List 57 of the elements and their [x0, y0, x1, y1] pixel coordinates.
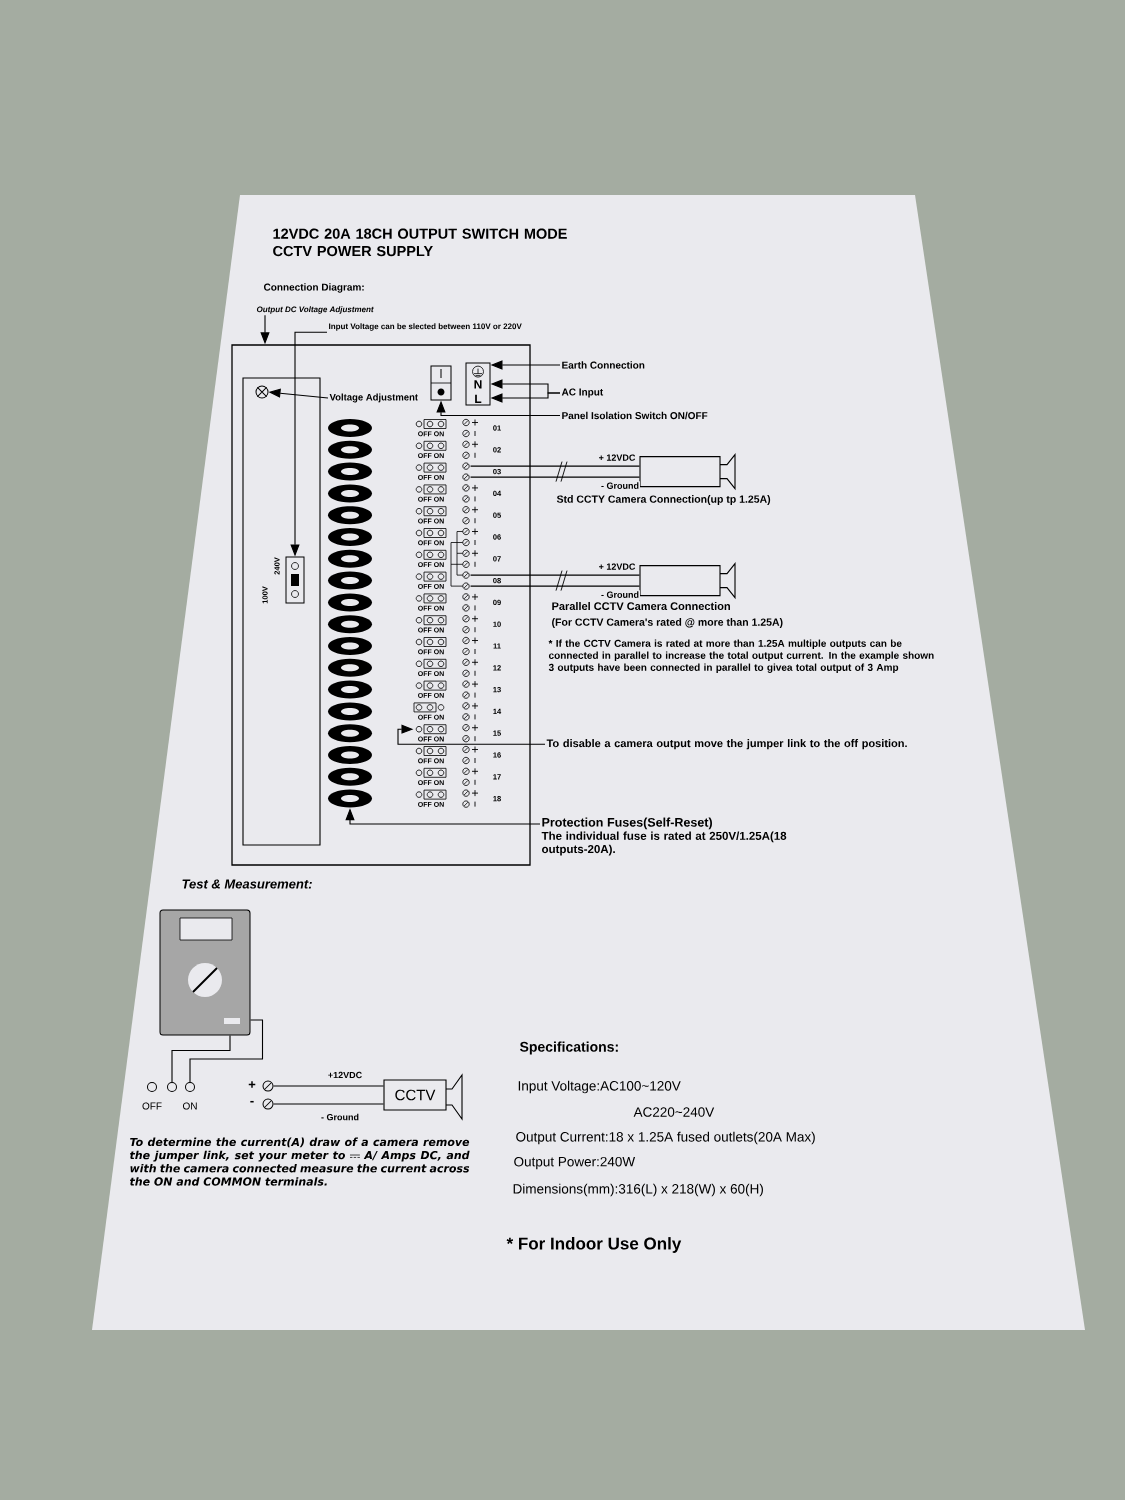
camera-drawing: [639, 562, 736, 600]
jumper-pin: [185, 1082, 195, 1092]
wire: [470, 574, 640, 576]
note-text: * If the CCTV Camera is rated at more than 1.25A multiple outputs can be connected in parallel to increase the total output current. In the example shown 3 outputs have been connected in parallel to givea total output of 3 Amp: [548, 639, 934, 673]
callout-text: AC Input: [561, 388, 604, 398]
leader-arrow: [397, 724, 546, 745]
voltage-selector-switch: [285, 556, 305, 604]
edge-label: - Ground: [600, 481, 640, 490]
edge-label: + 12VDC: [597, 453, 637, 462]
spec-line: Output Current:18 x 1.25A fused outlets(20A Max): [516, 1131, 815, 1145]
section-heading: Test & Measurement:: [182, 879, 312, 889]
wire: [272, 1085, 384, 1087]
edge-label: - Ground: [320, 1112, 360, 1122]
callout-text: Earth Connection: [562, 361, 645, 369]
pin-label: OFF: [142, 1102, 162, 1110]
camera: CCTV: [383, 1073, 463, 1121]
callout-text: Panel Isolation Switch ON/OFF: [562, 411, 708, 420]
section-heading: Specifications:: [519, 1041, 618, 1055]
instruction-text: To determine the current(A) draw of a camera remove the jumper link, set your meter to A/ Amps DC, and with the camera connected measure the current across the ON and COMMON terminals.: [130, 1137, 470, 1186]
screw-terminal: [262, 1098, 274, 1110]
wire: [470, 476, 640, 478]
section-heading: Connection Diagram:: [263, 283, 364, 293]
title: 12VDC 20A 18CH OUTPUT SWITCH MODE CCTV POWER SUPPLY: [273, 228, 567, 257]
callout-text: Voltage Adjustment: [329, 393, 418, 403]
wire: [470, 585, 640, 587]
spec-line: Input Voltage:AC100~120V: [518, 1080, 681, 1094]
jumper-pin: [147, 1082, 157, 1092]
spec-line: AC220~240V: [633, 1107, 715, 1117]
screw-terminal: [462, 571, 470, 590]
isolation-switch: [430, 365, 452, 401]
note-text: * For Indoor Use Only: [506, 1237, 682, 1253]
spec-line: Dimensions(mm):316(L) x 218(W) x 60(H): [513, 1183, 763, 1197]
power-supply-case: [231, 344, 531, 866]
callout-text: To disable a camera output move the jumper link to the off position.: [546, 739, 907, 750]
wire: [470, 465, 640, 467]
mains-terminal-block: N L: [465, 362, 491, 406]
edge-label: +12VDC: [326, 1070, 364, 1080]
adjust-knob: [255, 385, 269, 399]
jumper-pin: [167, 1082, 177, 1092]
screw-terminal: [262, 1080, 274, 1092]
multimeter-drawing: [159, 909, 251, 1036]
edge-label: + 12VDC: [597, 562, 637, 571]
callout-text: Output DC Voltage Adjustment: [256, 306, 374, 314]
wire: [171, 1034, 231, 1083]
pin-label: ON: [182, 1102, 197, 1110]
wire: [189, 1019, 264, 1083]
edge-label: - Ground: [600, 590, 640, 599]
wire: [272, 1103, 384, 1105]
spec-line: Output Power:240W: [514, 1156, 636, 1170]
screw-terminal: [462, 462, 470, 481]
polarity-sign: +: [248, 1081, 256, 1088]
polarity-sign: -: [250, 1100, 254, 1103]
callout-text: Protection Fuses(Self-Reset) The individual fuse is rated at 250V/1.25A(18 outputs-20A).: [541, 817, 787, 856]
camera-drawing: [639, 453, 736, 491]
caption: (For CCTV Camera's rated @ more than 1.25A): [552, 618, 783, 628]
jumper-link: [415, 724, 447, 735]
callout-text: Input Voltage can be slected between 110V or 220V: [329, 323, 522, 331]
